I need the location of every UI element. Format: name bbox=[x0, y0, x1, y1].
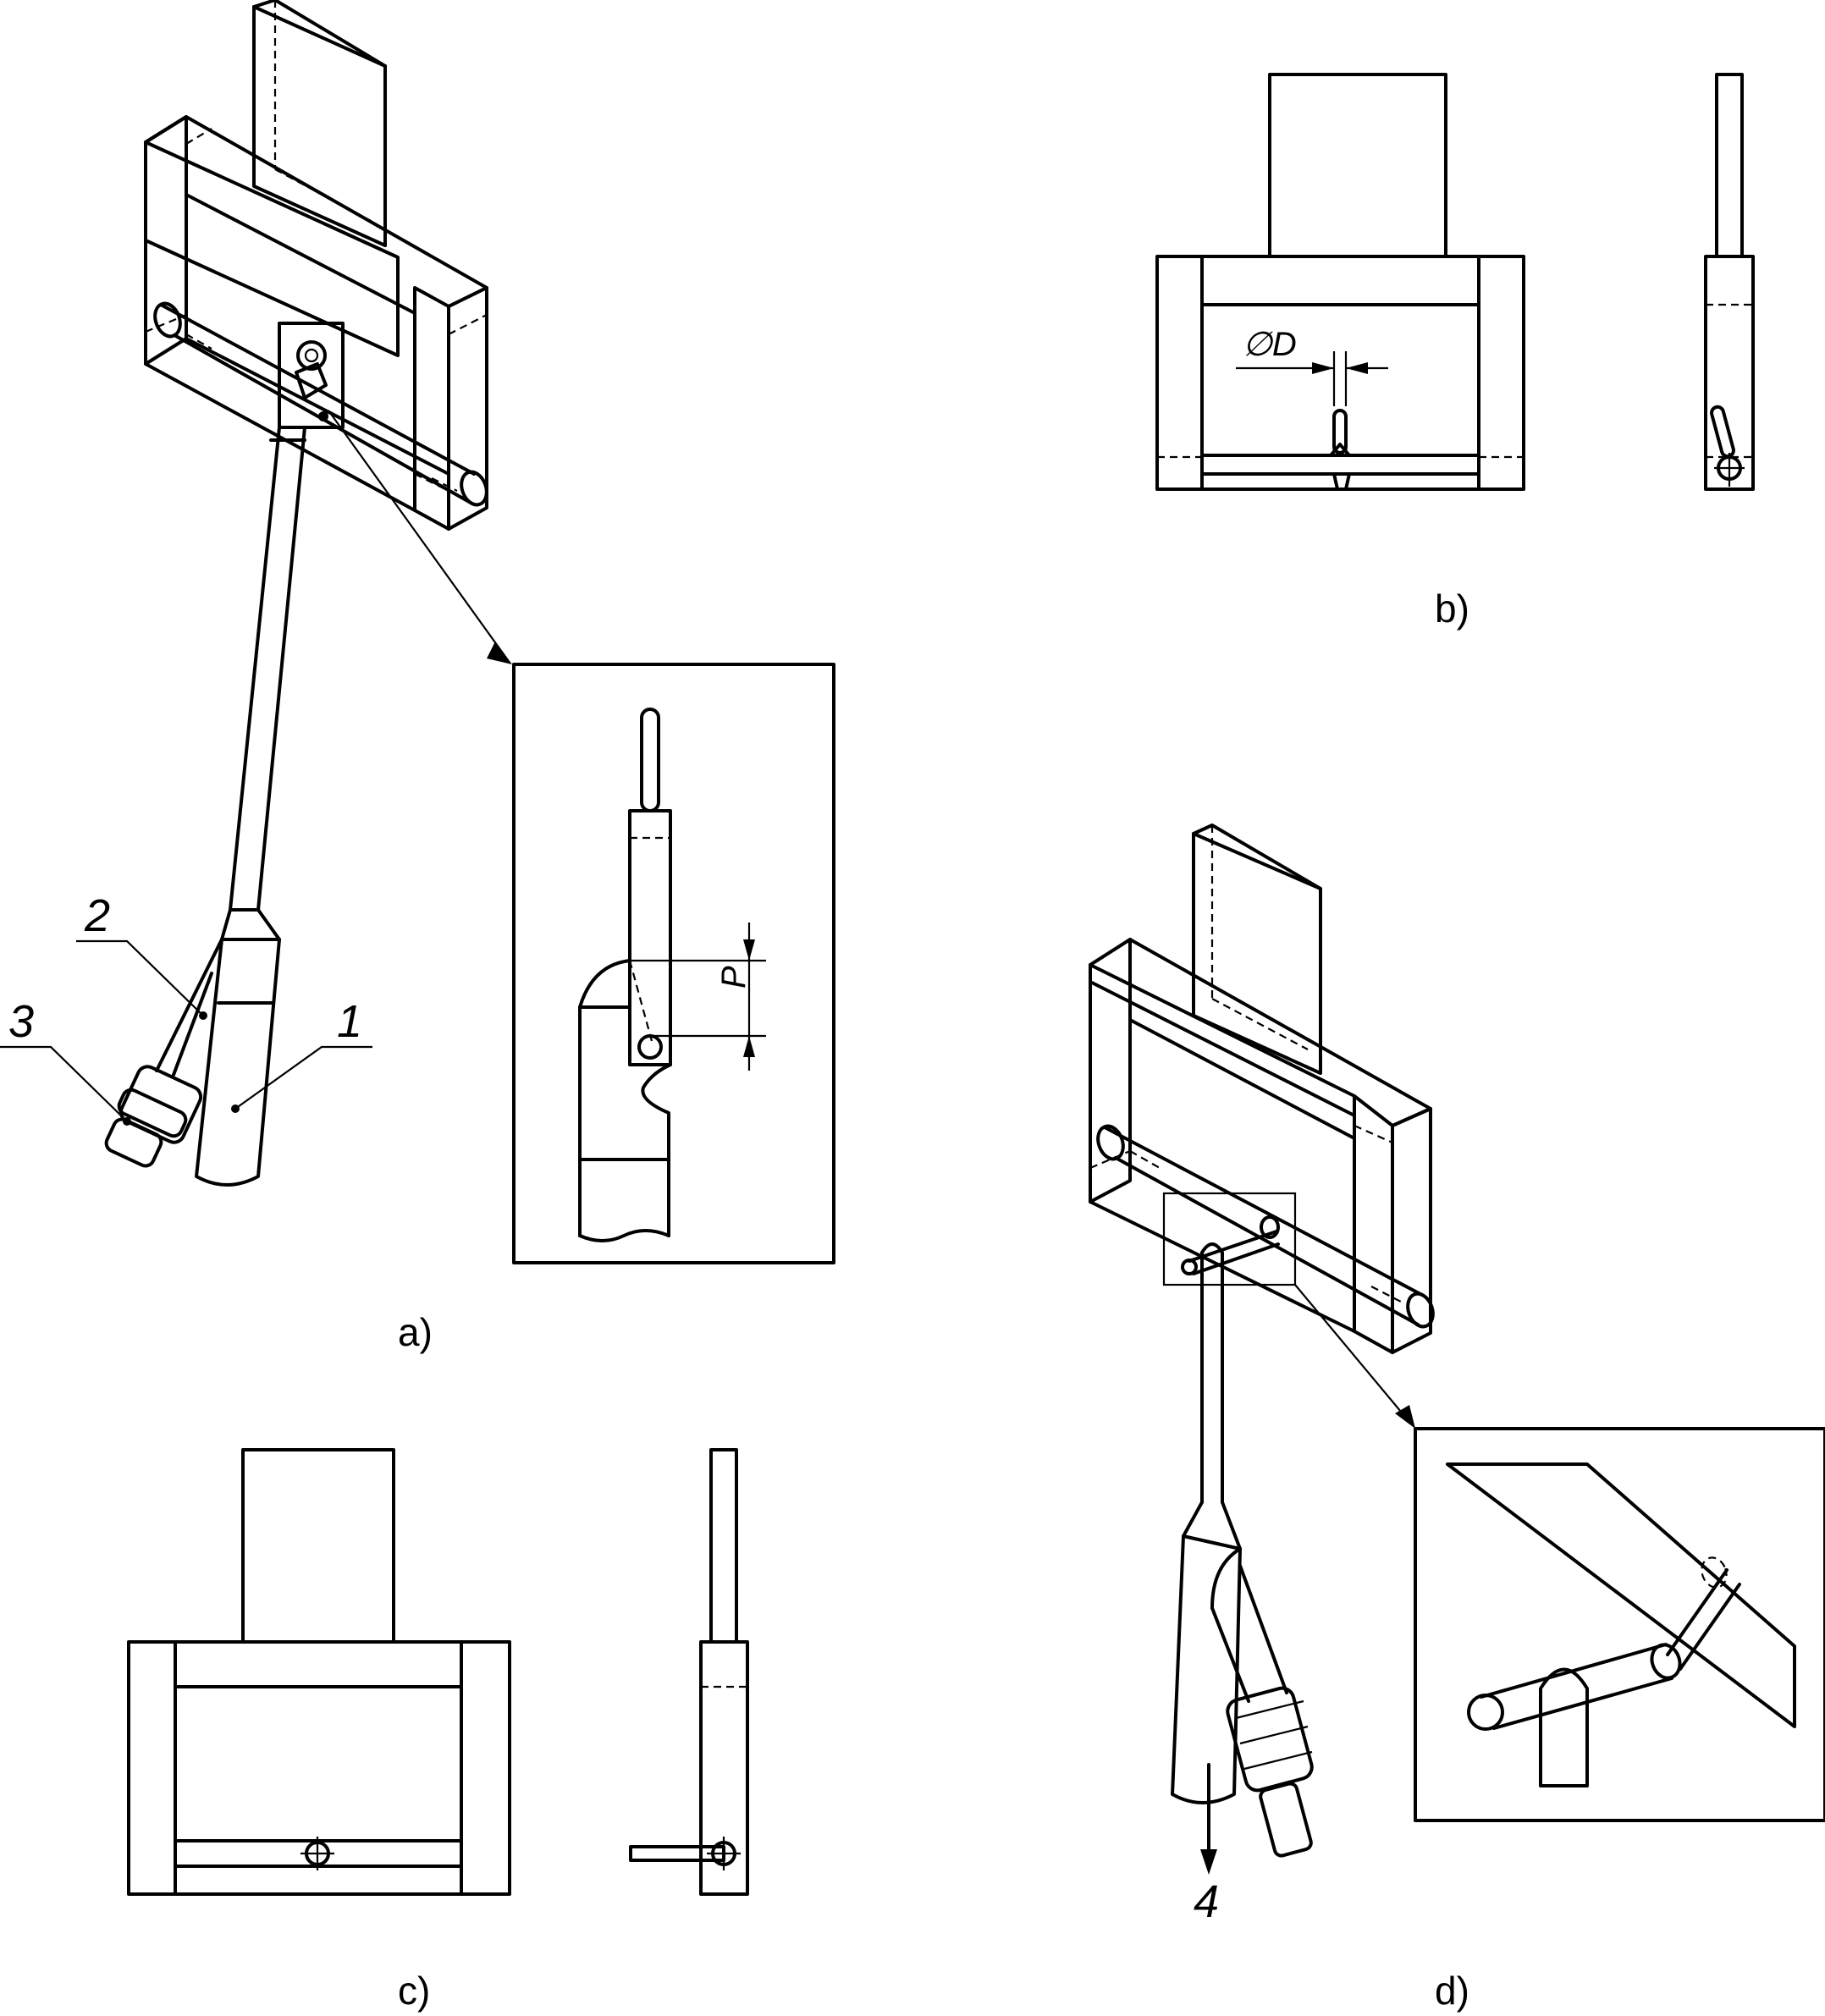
panel-a-isometric-fixture: 2 3 1 P a) bbox=[0, 0, 835, 1354]
probe-shaft bbox=[220, 426, 306, 941]
panel-label-d: d) bbox=[1435, 1969, 1469, 2013]
panel-label-c: c) bbox=[398, 1969, 430, 2013]
panel-b-orthographic: ∅D b) bbox=[1155, 73, 1755, 631]
pivot-holder bbox=[278, 322, 345, 429]
top-plate bbox=[252, 0, 387, 247]
front-view-c bbox=[127, 1448, 511, 1896]
panel-label-a: a) bbox=[398, 1310, 433, 1354]
callout-label-4: 4 bbox=[1194, 1876, 1219, 1927]
side-view-b bbox=[1704, 73, 1755, 491]
front-view-b bbox=[1155, 73, 1525, 491]
dimension-p: P bbox=[715, 966, 753, 989]
callout-label-3: 3 bbox=[8, 996, 34, 1047]
detail-inset-d bbox=[1414, 1427, 1825, 1822]
callout-label-1: 1 bbox=[337, 996, 362, 1047]
top-plate-d bbox=[1192, 823, 1322, 1075]
probe-weight-d bbox=[1171, 1501, 1314, 1858]
load-arrow-4 bbox=[1200, 1763, 1217, 1875]
detail-inset-a bbox=[512, 663, 835, 1264]
dimension-diameter: ∅D bbox=[1243, 326, 1297, 363]
callout-leaders bbox=[0, 410, 512, 1122]
panel-c-orthographic: c) bbox=[127, 1448, 749, 2013]
branch-rod-2 bbox=[155, 938, 223, 1077]
frame-body-d bbox=[1089, 938, 1435, 1354]
panel-d-isometric-fixture: 4 d) bbox=[1089, 823, 1825, 2013]
side-view-c bbox=[629, 1448, 749, 1896]
callout-label-2: 2 bbox=[84, 890, 110, 941]
probe-handle-1 bbox=[195, 938, 281, 1187]
hook-pin-d bbox=[1181, 1215, 1280, 1504]
connector-3 bbox=[104, 1065, 203, 1168]
panel-label-b: b) bbox=[1435, 587, 1469, 631]
detail-zone-marker bbox=[1162, 1192, 1297, 1286]
